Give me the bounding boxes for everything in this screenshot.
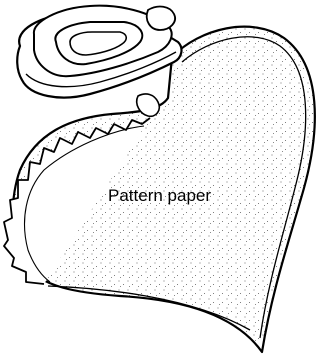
iron-icon — [17, 6, 181, 117]
pattern-paper-label: Pattern paper — [108, 186, 211, 205]
